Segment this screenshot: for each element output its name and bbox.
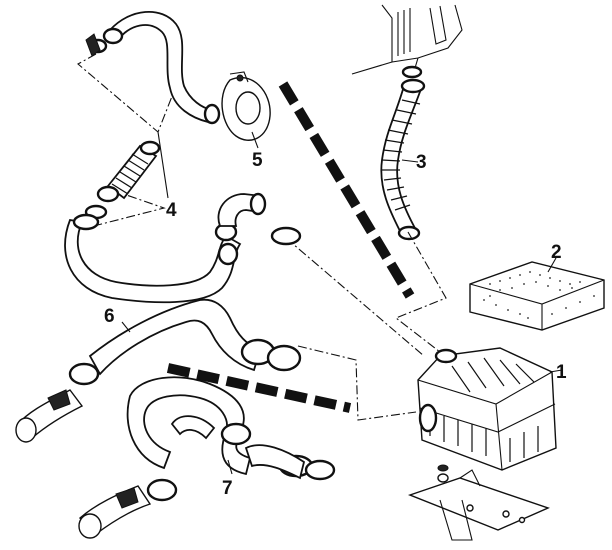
filter-element — [469, 261, 605, 331]
mounting-bracket — [407, 469, 550, 541]
intake-duct-upper — [15, 298, 302, 443]
leader-hose3-to-housing — [394, 231, 447, 353]
air-filter-housing — [417, 347, 557, 483]
leader-5 — [251, 131, 259, 149]
leader-6 — [121, 321, 131, 333]
callout-4: 4 — [166, 200, 177, 221]
leader-3 — [401, 159, 419, 163]
dashed-band-upper — [278, 81, 415, 299]
callout-3: 3 — [416, 152, 427, 173]
callout-1: 1 — [556, 362, 567, 383]
leader-7 — [227, 459, 233, 475]
flange-plate — [221, 71, 271, 141]
callout-6: 6 — [104, 306, 115, 327]
leader-2 — [547, 257, 557, 273]
intake-duct-lower — [78, 376, 336, 539]
leader-hose4-upper — [77, 53, 181, 133]
callout-7: 7 — [222, 478, 233, 499]
intake-hose-ribbed — [380, 65, 426, 241]
leader-elbow-to-housing — [285, 237, 425, 357]
hose-assembly — [64, 11, 302, 304]
callout-5: 5 — [252, 150, 263, 171]
callout-2: 2 — [551, 242, 562, 263]
leader-hose4-lower — [85, 189, 166, 229]
vehicle-body-section — [351, 4, 463, 79]
leader-1 — [549, 369, 563, 373]
leader-4 — [157, 131, 169, 199]
leader-duct6-to-housing — [297, 345, 417, 421]
dashed-band-lower — [166, 363, 352, 413]
